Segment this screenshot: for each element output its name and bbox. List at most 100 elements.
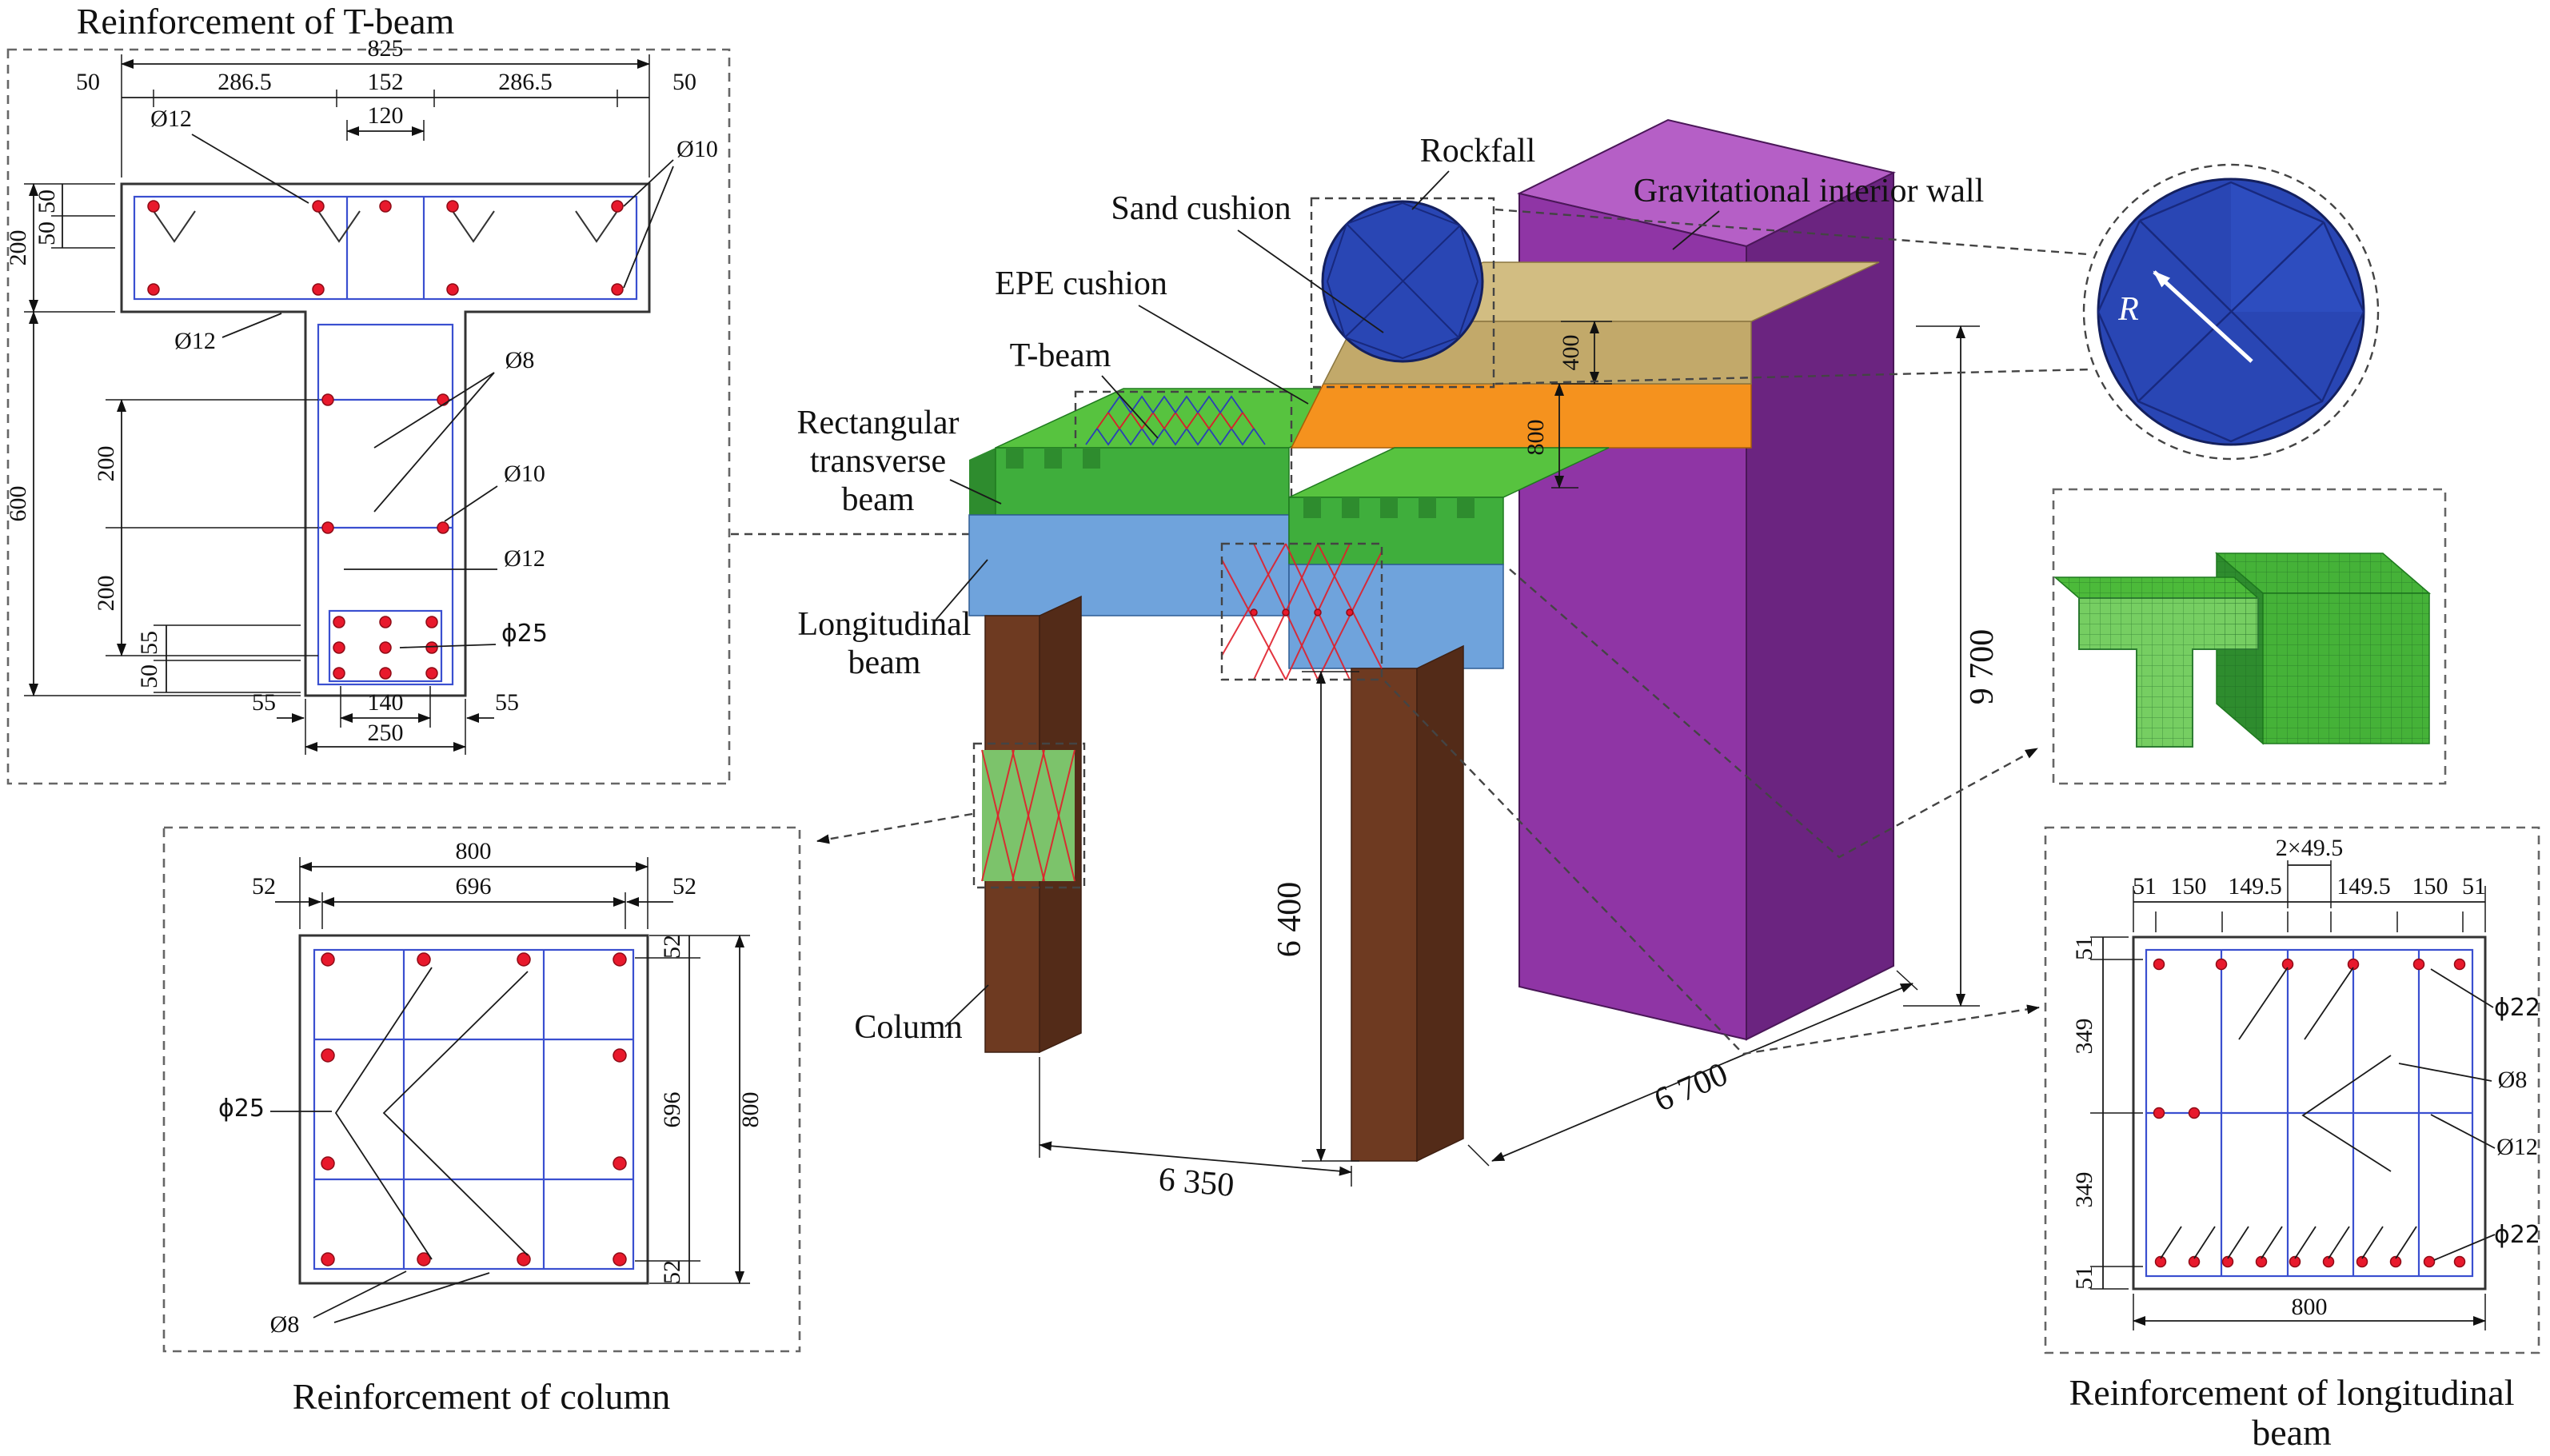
dim-55-right: 55	[495, 689, 519, 716]
column-panel: Reinforcement of column ɸ25 Ø8	[162, 826, 801, 1417]
label-d12-web: Ø12	[504, 545, 545, 572]
rect-beam-label-1: Rectangular	[797, 405, 960, 441]
deck-right	[1288, 447, 1610, 669]
radius-arrow	[2153, 270, 2253, 363]
label-d12-top: Ø12	[150, 106, 192, 132]
dim-col-52l: 52	[252, 873, 276, 900]
dim-50-right: 50	[672, 69, 696, 95]
deck-notch	[1380, 497, 1398, 518]
long-beam-label-2: beam	[848, 644, 921, 681]
rockfall-detail-box	[1310, 197, 1495, 389]
dim-286-right: 286.5	[498, 69, 553, 95]
label-d8: Ø8	[505, 347, 535, 373]
tbeam-hooks	[153, 210, 618, 243]
right-column-side	[1416, 644, 1464, 1163]
rockfall	[1310, 197, 1495, 389]
label-d10-web: Ø10	[504, 461, 545, 487]
radius-label: R	[2117, 291, 2139, 328]
rect-beam-label-3: beam	[842, 481, 915, 518]
column-label: Column	[854, 1009, 962, 1046]
deck-notch	[1083, 448, 1100, 469]
tbeam-mesh-detail	[2052, 488, 2447, 785]
epe-front-face	[1290, 383, 1752, 449]
right-column-front	[1351, 668, 1418, 1162]
label-d10-top: Ø10	[676, 136, 718, 162]
dim-286-left: 286.5	[217, 69, 272, 95]
column-panel-box	[162, 826, 801, 1353]
label-col-p25: ɸ25	[218, 1095, 265, 1123]
dim-55-bl: 55	[136, 631, 162, 655]
deck-left	[968, 447, 1290, 616]
label-col-d8: Ø8	[270, 1311, 300, 1338]
scene-labels: Rockfall Sand cushion Gravitational inte…	[797, 133, 1985, 1046]
dim-lb-150b: 150	[2412, 873, 2448, 900]
sand-cushion-label: Sand cushion	[1111, 190, 1291, 227]
dim-lb-1495b: 149.5	[2337, 873, 2391, 900]
longbeam-panel-title-1: Reinforcement of longitudinal	[2069, 1372, 2515, 1413]
dim-col-52b: 52	[659, 1260, 685, 1284]
dim-col-696t: 696	[456, 873, 492, 900]
dim-lb-l51b: 51	[2071, 1266, 2097, 1290]
dim-600: 600	[5, 486, 31, 522]
deck-notch	[1303, 497, 1321, 518]
dim-120: 120	[368, 102, 404, 129]
deck-left-side-face	[969, 448, 996, 527]
tbeam-panel-box	[6, 48, 731, 785]
dim-lb-l349a: 349	[2071, 1019, 2097, 1055]
dim-col-696r: 696	[659, 1092, 685, 1128]
dim-lb-51b: 51	[2462, 873, 2486, 900]
rockfall-label: Rockfall	[1420, 133, 1536, 170]
deck-left-front-face	[995, 447, 1290, 516]
tbeam-dim-left: 200 50 50 600 200 200 55 50	[5, 183, 318, 696]
longbeam-stirrups	[2145, 948, 2474, 1278]
label-lb-p22b: ɸ22	[2494, 1221, 2540, 1249]
tbeam-dim-top: 825 50 286.5 152 286.5 50 120	[76, 35, 696, 178]
rockfall-detail-facets	[2097, 181, 2365, 443]
dim-lb-2x495: 2×49.5	[2276, 835, 2343, 861]
dim-lb-l349b: 349	[2071, 1172, 2097, 1208]
wall-label: Gravitational interior wall	[1634, 173, 1985, 209]
dim-140: 140	[368, 689, 404, 716]
dim-9700: 9 700	[1964, 629, 2001, 705]
label-lb-d12: Ø12	[2496, 1134, 2538, 1160]
dim-825: 825	[368, 35, 404, 62]
long-beam-front-face	[968, 514, 1290, 616]
dim-200a: 200	[93, 446, 119, 482]
rockfall-detail: R	[2082, 163, 2380, 461]
dim-50a: 50	[34, 189, 60, 213]
dim-lb-150a: 150	[2171, 873, 2207, 900]
dim-6350: 6 350	[1157, 1161, 1235, 1204]
tbeam-panel: Reinforcement of T-beam	[5, 1, 731, 785]
tbeam-mesh-detail-box	[2052, 488, 2447, 785]
dim-50-bl: 50	[136, 664, 162, 688]
dim-200-flange: 200	[5, 230, 31, 266]
tbeam-rebar-labels: Ø12 Ø10 Ø12 Ø8 Ø10 Ø12 ɸ25	[150, 106, 718, 648]
longbeam-panel-title-2: beam	[2252, 1412, 2332, 1453]
tbeam-label: T-beam	[1010, 337, 1111, 374]
label-lb-p22a: ɸ22	[2494, 994, 2540, 1022]
long-beam-right-front-face	[1288, 564, 1504, 669]
dim-400: 400	[1558, 335, 1584, 371]
detail-mesh-overlay	[2055, 553, 2429, 747]
dim-col-800t: 800	[456, 838, 492, 864]
label-d12-side: Ø12	[174, 328, 216, 354]
beam-mesh-box	[1220, 542, 1383, 681]
column-mesh-region	[972, 742, 1086, 889]
dim-lb-1495a: 149.5	[2228, 873, 2282, 900]
wall	[1517, 118, 1896, 1041]
longbeam-rebar-dots	[2153, 958, 2466, 1268]
rockfall-detail-circle	[2082, 163, 2380, 461]
beam-mesh-region	[1220, 542, 1383, 681]
longbeam-panel-box	[2044, 826, 2540, 1354]
deck-notch	[1457, 497, 1475, 518]
epe-cushion-label: EPE cushion	[995, 265, 1167, 302]
dim-6400: 6 400	[1271, 882, 1308, 958]
dim-col-52a: 52	[659, 935, 685, 959]
tbeam-truss-marks	[1085, 395, 1266, 446]
column-section-outline	[298, 934, 649, 1285]
longbeam-panel: Reinforcement of longitudinal beam	[2044, 826, 2540, 1453]
scene-3d: 400 800 9 700 6 400 6 350 6 700 Rockfall…	[731, 118, 2093, 1204]
dim-800: 800	[1522, 420, 1549, 456]
dim-lb-800: 800	[2292, 1294, 2328, 1320]
